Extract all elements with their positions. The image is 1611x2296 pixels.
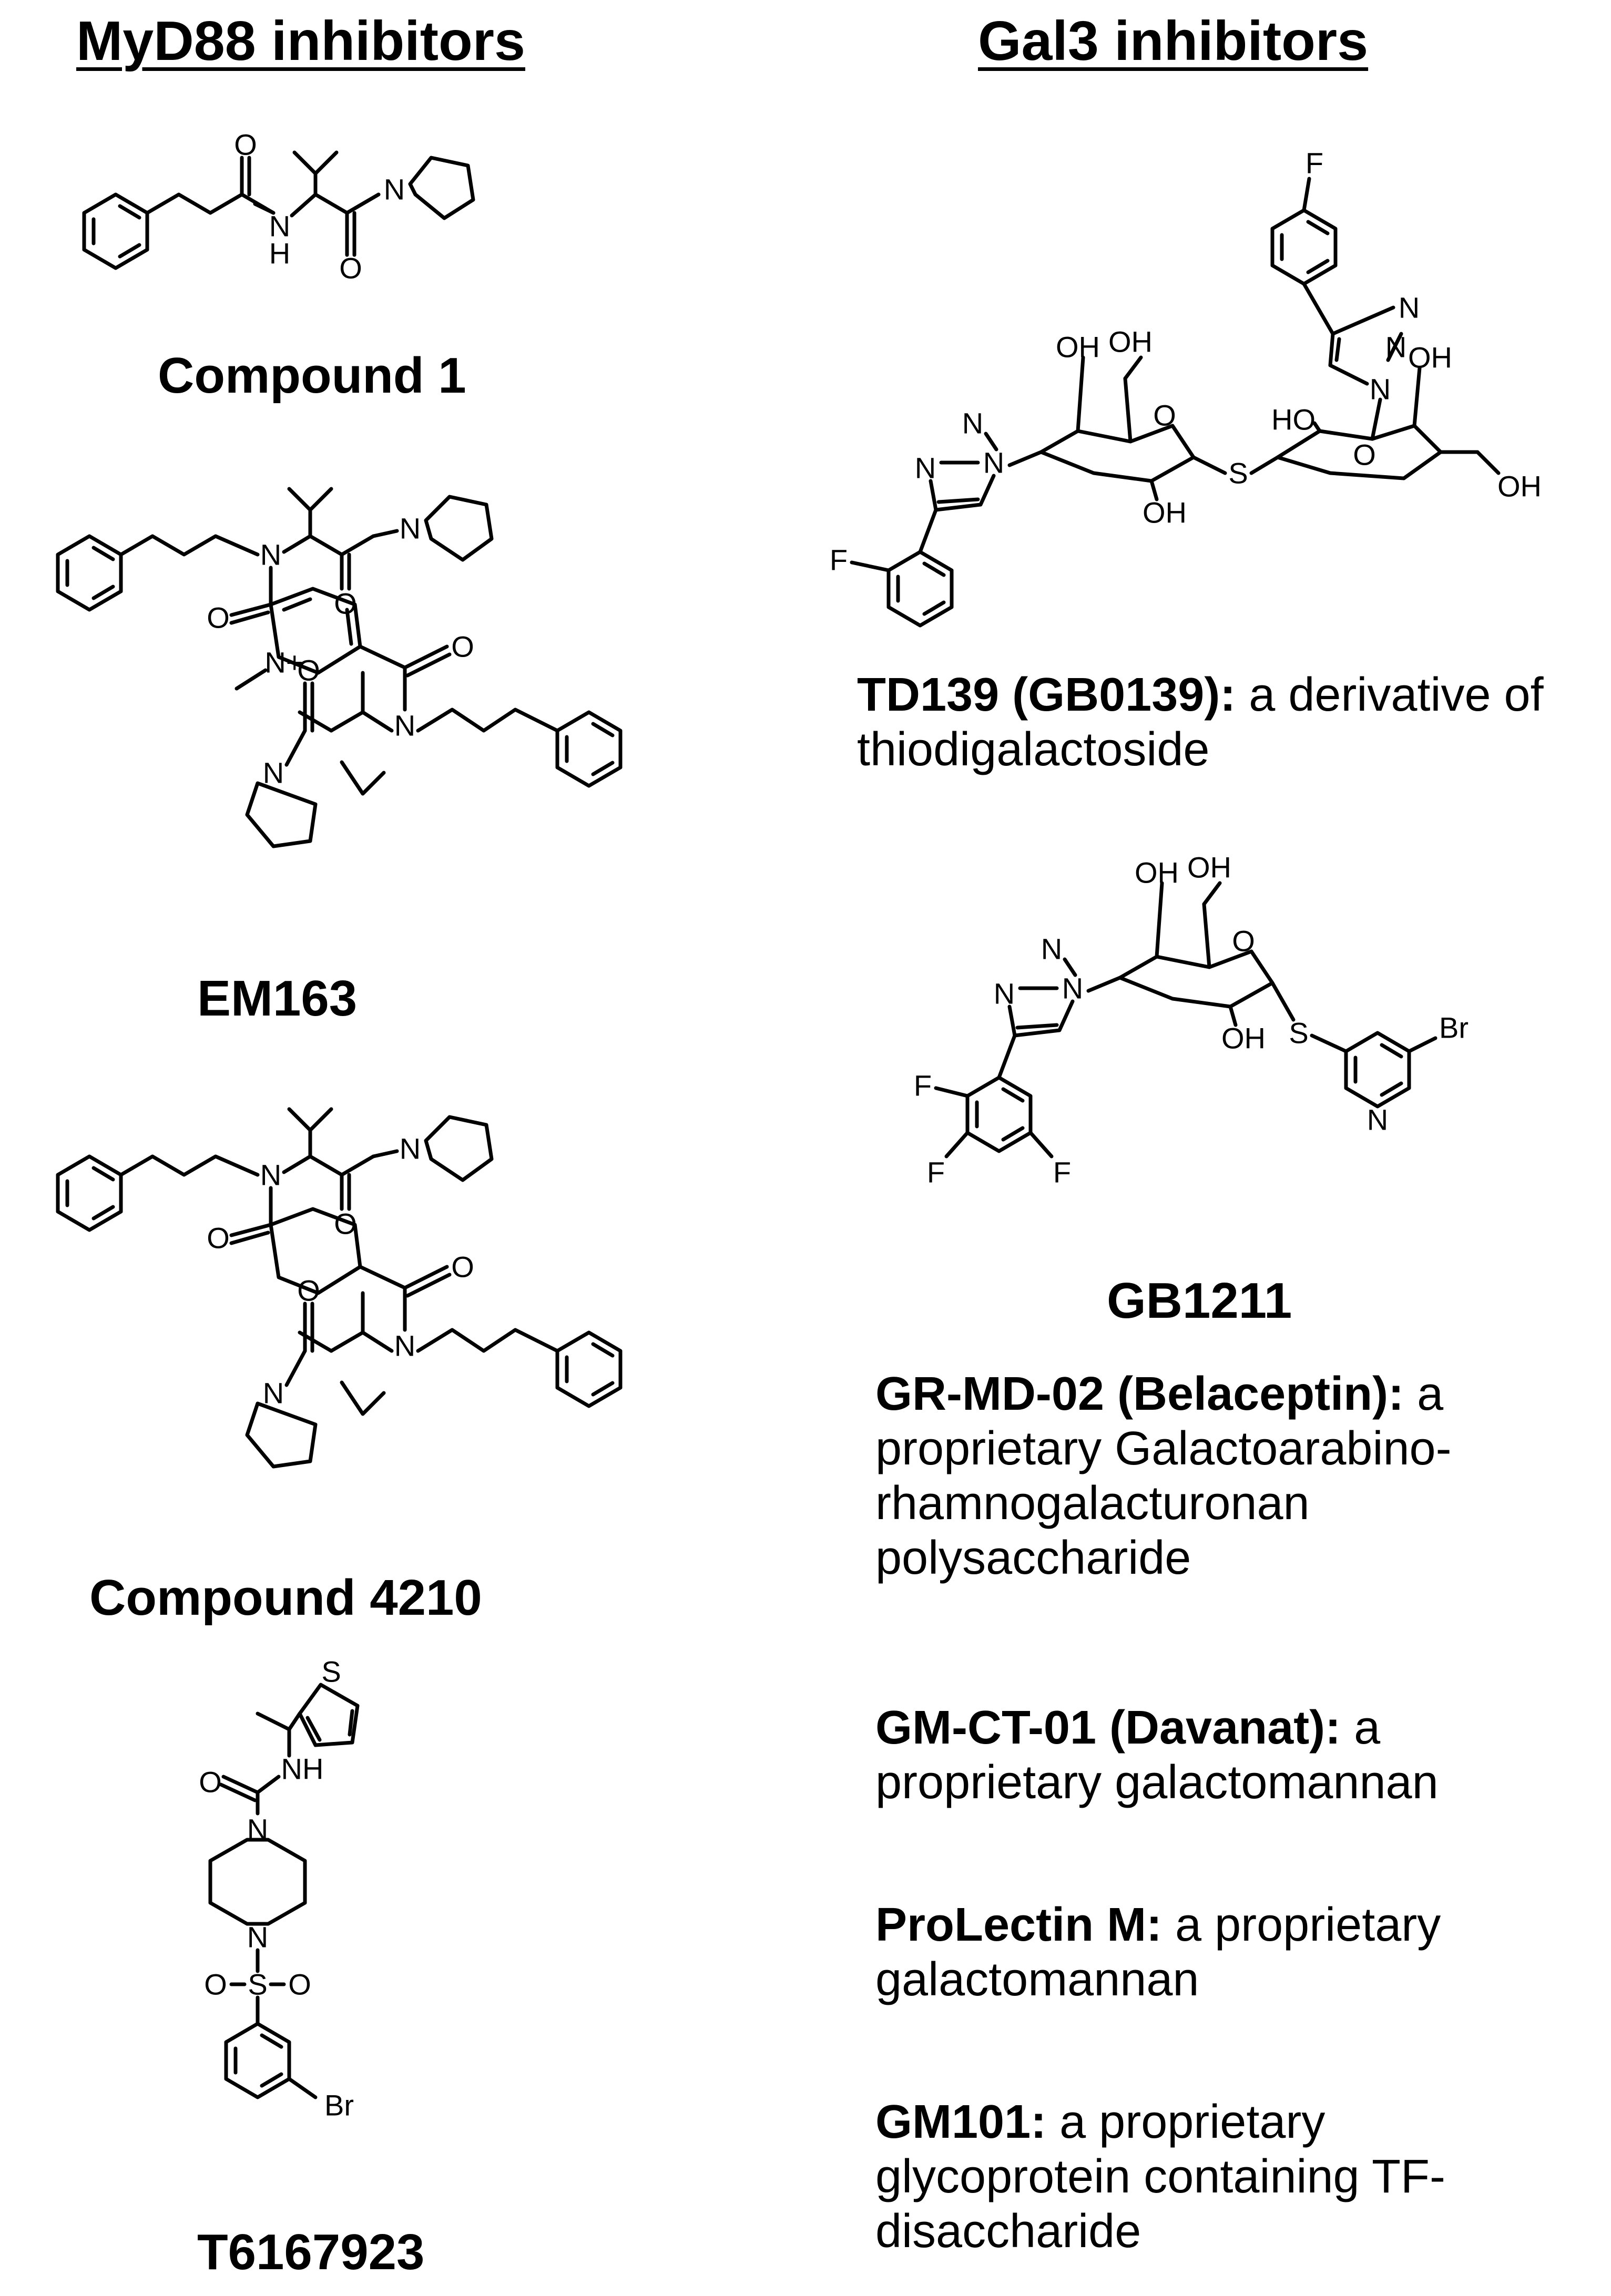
atom-label: O (1353, 438, 1376, 472)
heading-myd88: MyD88 inhibitors (76, 10, 526, 72)
name-gr-md-02: GR-MD-02 (Belaceptin): (875, 1368, 1404, 1420)
atom-label: O (339, 252, 362, 285)
structure-compound-4210: N O N O O N O N (56, 1107, 623, 1469)
atom-label: O (288, 1968, 311, 2001)
atom-label: S (1289, 1017, 1308, 1050)
atom-label: N (263, 1377, 284, 1410)
atom-label: N (384, 173, 405, 206)
atom-label: N (962, 407, 983, 440)
atom-label: O (297, 654, 320, 687)
atom-label: NH (281, 1752, 324, 1786)
atom-label: OH (1221, 1022, 1266, 1055)
atom-label: N (1370, 373, 1391, 406)
desc-prolectin-m: ProLectin M: a proprietary galactomannan (875, 1898, 1590, 2007)
name-gb1211: GB1211 (1107, 1273, 1292, 1329)
desc-td139: TD139 (GB0139): a derivative of thiodiga… (857, 668, 1572, 777)
atom-label: N (269, 210, 290, 243)
atom-label: S (1228, 457, 1248, 490)
atom-label: N (260, 1159, 281, 1192)
name-em163: EM163 (197, 970, 358, 1027)
desc-gr-md-02: GR-MD-02 (Belaceptin): a proprietary Gal… (875, 1367, 1590, 1585)
desc-gm101: GM101: a proprietary glycoprotein contai… (875, 2095, 1590, 2259)
structure-compound-1: O N H O N (82, 128, 475, 285)
atom-label: N (400, 512, 421, 545)
prolectin-m-description: a proprietary galactomannan (875, 1899, 1441, 2006)
structure-td139: N N N F O OH OH OH S O HO OH OH N N N F (830, 147, 1542, 628)
atom-label: N (263, 756, 284, 790)
atom-label: O (297, 1274, 320, 1307)
gm-ct-01-description: a proprietary galactomannan (875, 1702, 1439, 1809)
atom-label: S (248, 1968, 267, 2001)
atom-label: OH (1135, 856, 1179, 889)
atom-label: N (1062, 972, 1083, 1005)
atom-label: N+ (264, 646, 303, 679)
atom-label: O (204, 1968, 227, 2001)
name-td139: TD139 (GB0139): (857, 669, 1236, 721)
name-compound-1: Compound 1 (158, 347, 466, 404)
atom-label: O (451, 630, 474, 663)
structure-gb1211: N N N F F F O OH OH OH S N Br (914, 851, 1469, 1189)
gm101-description: a proprietary glycoprotein containing TF… (875, 2096, 1445, 2258)
name-prolectin-m: ProLectin M: (875, 1899, 1163, 1951)
atom-label: OH (1108, 325, 1153, 358)
atom-label: N (1367, 1103, 1388, 1136)
atom-label: N (983, 446, 1004, 479)
atom-label: F (927, 1156, 945, 1189)
name-gm-ct-01: GM-CT-01 (Davanat): (875, 1702, 1341, 1754)
atom-label: Br (324, 2089, 354, 2122)
atom-label: HO (1271, 403, 1316, 436)
td139-description: a derivative of thiodigalactoside (857, 669, 1544, 776)
atom-label: OH (1187, 851, 1231, 884)
atom-label: N (247, 1921, 268, 1954)
atom-label: N (1399, 291, 1420, 324)
desc-gm-ct-01: GM-CT-01 (Davanat): a proprietary galact… (875, 1700, 1590, 1810)
atom-label: F (914, 1069, 932, 1102)
atom-label: N (1041, 932, 1062, 966)
atom-label: O (451, 1250, 474, 1284)
name-t6167923: T6167923 (197, 2224, 425, 2280)
structure-em163: N O N O N+ O N O N (56, 487, 623, 848)
name-compound-4210: Compound 4210 (89, 1570, 482, 1626)
atom-label: F (1306, 147, 1323, 180)
atom-label: OH (1143, 496, 1187, 529)
atom-label: F (830, 544, 848, 577)
atom-label: N (394, 1329, 415, 1362)
name-gm101: GM101: (875, 2096, 1047, 2148)
atom-label: OH (1056, 331, 1100, 364)
atom-label: N (915, 452, 936, 485)
atom-label: Br (1439, 1011, 1469, 1044)
atom-label: N (994, 977, 1015, 1010)
atom-label: S (321, 1655, 341, 1688)
atom-label: N (400, 1132, 421, 1165)
atom-label: OH (1408, 341, 1452, 374)
atom-label: O (1232, 925, 1255, 958)
atom-label: H (269, 237, 290, 270)
atom-label: N (260, 538, 281, 571)
atom-label: OH (1497, 470, 1542, 503)
gr-md-02-description: a proprietary Galactoarabino-rhamnogalac… (875, 1368, 1452, 1584)
atom-label: O (234, 128, 257, 161)
atom-label: O (199, 1766, 222, 1799)
atom-label: N (394, 709, 415, 742)
structure-t6167923: S NH O N N S O O Br (199, 1655, 360, 2122)
atom-label: O (207, 1222, 230, 1255)
atom-label: O (1153, 399, 1176, 432)
atom-label: O (207, 601, 230, 634)
heading-gal3: Gal3 inhibitors (978, 10, 1369, 72)
atom-label: F (1053, 1156, 1071, 1189)
